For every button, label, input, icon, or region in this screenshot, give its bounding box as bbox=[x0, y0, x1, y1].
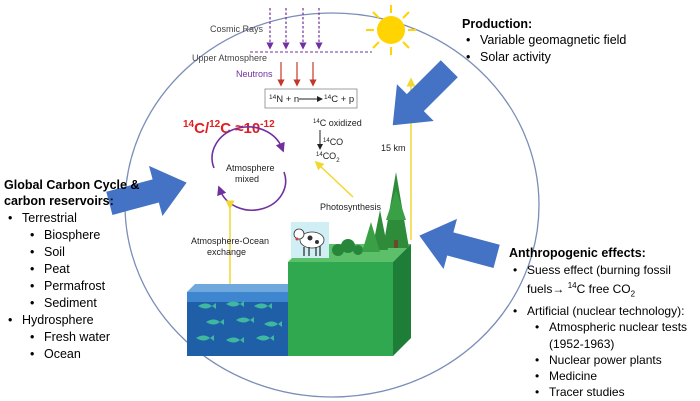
artificial-subitem: Tracer studies bbox=[531, 384, 698, 401]
co-label: 14CO bbox=[323, 137, 343, 147]
sun-icon bbox=[366, 5, 416, 55]
terrestrial-item: Permafrost bbox=[26, 278, 179, 295]
artificial-sublist: Atmospheric nuclear tests (1952-1963) Nu… bbox=[509, 319, 698, 401]
reservoir-hydrosphere: Hydrosphere bbox=[4, 312, 179, 329]
production-panel: Production: Variable geomagnetic field S… bbox=[462, 16, 692, 66]
production-item: Solar activity bbox=[462, 49, 692, 66]
atmosphere-mixed-label-2: mixed bbox=[235, 174, 259, 184]
reservoir-terrestrial: Terrestrial bbox=[4, 210, 179, 227]
anthropogenic-title: Anthropogenic effects: bbox=[509, 246, 646, 260]
terrestrial-item: Sediment bbox=[26, 295, 179, 312]
reservoirs-panel: Global Carbon Cycle & carbon reservoirs:… bbox=[4, 177, 179, 363]
terrestrial-group: Biosphere Soil Peat Permafrost Sediment bbox=[4, 227, 179, 312]
artificial-subitem: Medicine bbox=[531, 368, 698, 385]
suess-line-2a: fuels bbox=[527, 282, 553, 297]
c-oxidized-label: 14C oxidized bbox=[313, 118, 362, 128]
suess-line-2c: C free CO bbox=[576, 282, 631, 297]
production-item: Variable geomagnetic field bbox=[462, 32, 692, 49]
production-list: Variable geomagnetic field Solar activit… bbox=[462, 32, 692, 66]
suess-sup: 14 bbox=[567, 281, 577, 291]
production-title: Production: bbox=[462, 17, 533, 31]
neutron-arrows bbox=[277, 62, 317, 87]
terrestrial-item: Peat bbox=[26, 261, 179, 278]
isotope-ratio: 14C/12C ≈10-12 bbox=[183, 119, 275, 137]
fish-school bbox=[196, 301, 282, 343]
artificial-group: Atmospheric nuclear tests (1952-1963) Nu… bbox=[509, 319, 698, 401]
terrestrial-item: Biosphere bbox=[26, 227, 179, 244]
suess-sub: 2 bbox=[630, 289, 636, 299]
cosmic-ray-arrows bbox=[266, 8, 323, 50]
anthropogenic-arrow bbox=[419, 218, 500, 270]
reservoirs-list: Terrestrial Biosphere Soil Peat Permafro… bbox=[4, 210, 179, 363]
reaction-text: 14N + n bbox=[269, 94, 299, 105]
terrestrial-sublist: Biosphere Soil Peat Permafrost Sediment bbox=[4, 227, 179, 312]
reservoirs-title-1: Global Carbon Cycle & bbox=[4, 178, 140, 192]
anthropogenic-panel: Anthropogenic effects: Suess effect (bur… bbox=[509, 245, 698, 401]
hydrosphere-item: Fresh water bbox=[26, 329, 179, 346]
reservoirs-arrow bbox=[106, 165, 187, 217]
photosynthesis-arrow bbox=[314, 160, 354, 198]
reaction-product: 14C + p bbox=[324, 94, 354, 105]
arrow-right-icon: → bbox=[552, 282, 568, 297]
hydrosphere-item: Ocean bbox=[26, 346, 179, 363]
hydrosphere-group: Fresh water Ocean bbox=[4, 329, 179, 363]
suess-line-1: Suess effect (burning fossil bbox=[527, 263, 671, 277]
cow-icon bbox=[291, 222, 329, 258]
production-arrow bbox=[392, 60, 458, 126]
trees-icon bbox=[362, 172, 409, 252]
upper-atmosphere-label: Upper Atmosphere bbox=[192, 53, 267, 63]
altitude-label: 15 km bbox=[381, 143, 406, 153]
photosynthesis-label: Photosynthesis bbox=[320, 202, 382, 212]
hydrosphere-sublist: Fresh water Ocean bbox=[4, 329, 179, 363]
land-block bbox=[288, 244, 411, 356]
reservoirs-title-2: carbon reservoirs: bbox=[4, 194, 114, 208]
artificial-item: Artificial (nuclear technology): bbox=[509, 303, 698, 320]
artificial-subitem: Nuclear power plants bbox=[531, 352, 698, 369]
artificial-subitem: Atmospheric nuclear tests (1952-1963) bbox=[531, 319, 698, 352]
co2-label: 14CO2 bbox=[316, 151, 340, 164]
exchange-label-2: exchange bbox=[207, 247, 246, 257]
exchange-label-1: Atmosphere-Ocean bbox=[191, 236, 269, 246]
neutrons-label: Neutrons bbox=[236, 69, 273, 79]
anthropogenic-list: Suess effect (burning fossil fuels→ 14C … bbox=[509, 262, 698, 401]
shrubs-icon bbox=[332, 239, 363, 256]
terrestrial-item: Soil bbox=[26, 244, 179, 261]
suess-effect-item: Suess effect (burning fossil fuels→ 14C … bbox=[509, 262, 698, 303]
atmosphere-mixed-label-1: Atmosphere bbox=[226, 163, 275, 173]
cosmic-rays-label: Cosmic Rays bbox=[210, 24, 264, 34]
